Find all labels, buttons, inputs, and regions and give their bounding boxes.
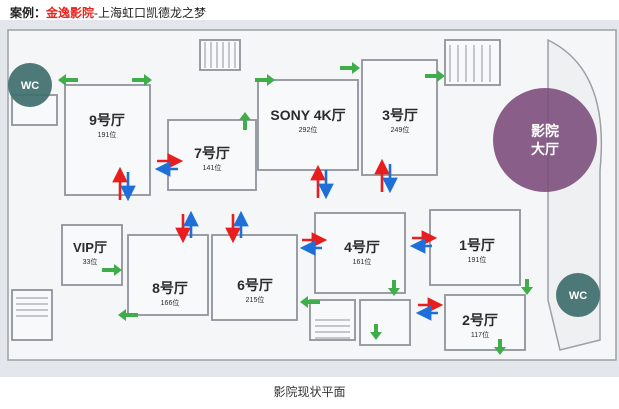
green-arrow-icon xyxy=(425,70,445,82)
floor-plan-svg: 9号厅 191位 7号厅 141位 SONY 4K厅 292位 3号厅 249位… xyxy=(0,20,619,377)
big-hall-line1: 影院 xyxy=(531,123,559,139)
green-arrow-icon xyxy=(239,112,251,130)
hall-seats: 191位 xyxy=(98,130,117,139)
room-8 xyxy=(127,234,209,316)
green-arrow-icon xyxy=(340,62,360,74)
hall-labels: 9号厅 191位 7号厅 141位 SONY 4K厅 292位 3号厅 249位… xyxy=(73,107,498,339)
room-3 xyxy=(361,59,438,176)
green-arrow-icon xyxy=(102,264,122,276)
hall-name: 1号厅 xyxy=(459,237,495,253)
room-1 xyxy=(429,209,521,286)
green-arrow-icon xyxy=(521,279,533,295)
green-arrow-icon xyxy=(300,296,320,308)
caption: 影院现状平面 xyxy=(273,385,346,399)
hall-name: 9号厅 xyxy=(89,112,125,128)
wc-right: WC xyxy=(556,273,600,317)
hall-seats: 191位 xyxy=(468,255,487,264)
green-arrow-icon xyxy=(132,74,152,86)
hall-seats: 249位 xyxy=(391,125,410,134)
hall-seats: 33位 xyxy=(83,257,98,266)
flow-arrows xyxy=(112,153,444,321)
room-outlines xyxy=(11,39,526,351)
hall-name: 7号厅 xyxy=(194,145,230,161)
stairs xyxy=(16,42,491,339)
hall-name: SONY 4K厅 xyxy=(270,107,345,123)
green-arrow-icon xyxy=(370,324,382,340)
floor-plan-photo: 9号厅 191位 7号厅 141位 SONY 4K厅 292位 3号厅 249位… xyxy=(0,20,619,377)
green-arrows xyxy=(58,62,533,355)
green-arrow-icon xyxy=(255,74,275,86)
green-arrow-icon xyxy=(58,74,78,86)
hall-name: 4号厅 xyxy=(344,239,380,255)
hall-seats: 141位 xyxy=(203,163,222,172)
wc-label: WC xyxy=(569,290,587,302)
room-6 xyxy=(211,234,298,321)
hall-name: VIP厅 xyxy=(73,240,107,255)
room-2 xyxy=(444,294,526,351)
room-9 xyxy=(64,84,151,196)
green-arrow-icon xyxy=(118,309,138,321)
hall-name: 2号厅 xyxy=(462,312,498,328)
wc-left: WC xyxy=(8,63,52,107)
hall-seats: 215位 xyxy=(246,295,265,304)
room-vip xyxy=(61,224,123,286)
hall-name: 6号厅 xyxy=(237,277,273,293)
header-rest: -上海虹口凯德龙之梦 xyxy=(94,6,207,20)
wc-label: WC xyxy=(21,80,39,92)
header: 案例：金逸影院-上海虹口凯德龙之梦 xyxy=(10,4,206,21)
hall-seats: 292位 xyxy=(299,125,318,134)
hall-seats: 117位 xyxy=(471,330,489,339)
hall-seats: 166位 xyxy=(161,298,180,307)
big-hall-marker: 影院 大厅 xyxy=(493,88,597,192)
big-hall-line2: 大厅 xyxy=(531,141,559,157)
hall-name: 3号厅 xyxy=(382,107,418,123)
green-arrow-icon xyxy=(494,339,506,355)
hall-name: 8号厅 xyxy=(152,280,188,296)
hall-seats: 161位 xyxy=(353,257,372,266)
header-prefix: 案例： xyxy=(10,6,47,20)
header-highlight: 金逸影院 xyxy=(46,6,95,20)
room-sony xyxy=(257,79,359,171)
green-arrow-icon xyxy=(388,280,400,296)
